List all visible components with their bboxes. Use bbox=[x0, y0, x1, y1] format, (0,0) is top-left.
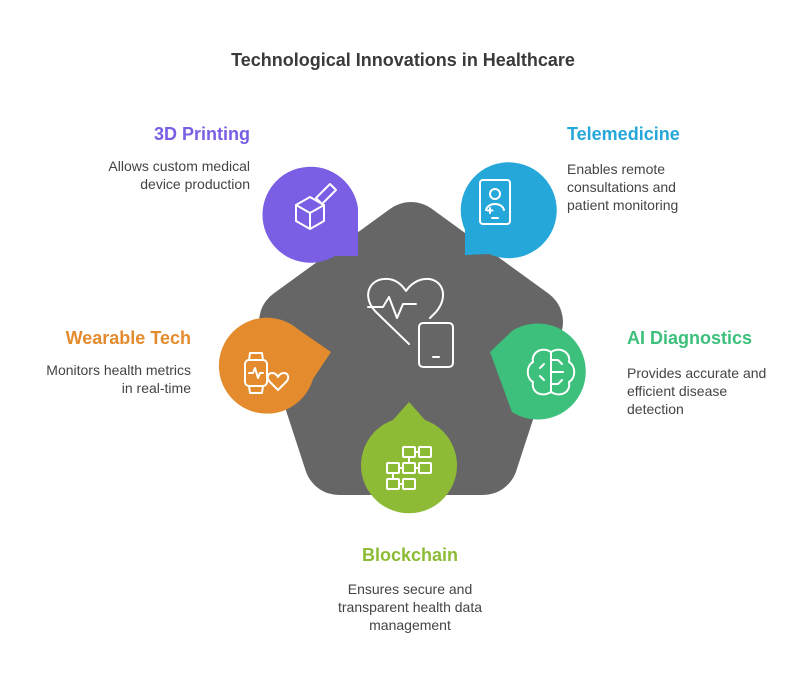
desc-telemedicine: Enables remote consultations and patient… bbox=[567, 161, 679, 213]
desc-ai-diagnostics: Provides accurate and efficient disease … bbox=[627, 365, 767, 417]
box-with-pen-icon bbox=[295, 183, 337, 230]
smartwatch-heart-icon bbox=[244, 352, 290, 394]
heart-rate-tablet-icon bbox=[367, 277, 454, 368]
diagram-title: Technological Innovations in Healthcare bbox=[231, 50, 575, 70]
label-wearable-tech: Wearable Tech bbox=[65, 328, 191, 348]
label-3d-printing: 3D Printing bbox=[153, 124, 250, 144]
wearable-tech-drop[interactable] bbox=[218, 317, 331, 414]
desc-3d-printing: Allows custom medical device production bbox=[108, 158, 250, 192]
label-telemedicine: Telemedicine bbox=[567, 124, 680, 144]
block-network-icon bbox=[386, 446, 432, 490]
desc-wearable-tech: Monitors health metrics in real-time bbox=[46, 362, 191, 396]
label-ai-diagnostics: AI Diagnostics bbox=[627, 328, 753, 348]
brain-circuit-icon bbox=[526, 348, 576, 396]
label-blockchain: Blockchain bbox=[361, 545, 459, 565]
desc-blockchain: Ensures secure and transparent health da… bbox=[338, 581, 482, 633]
doctor-tablet-icon bbox=[479, 179, 511, 225]
ai-diagnostics-drop[interactable] bbox=[490, 323, 586, 420]
telemedicine-drop[interactable] bbox=[460, 162, 557, 259]
